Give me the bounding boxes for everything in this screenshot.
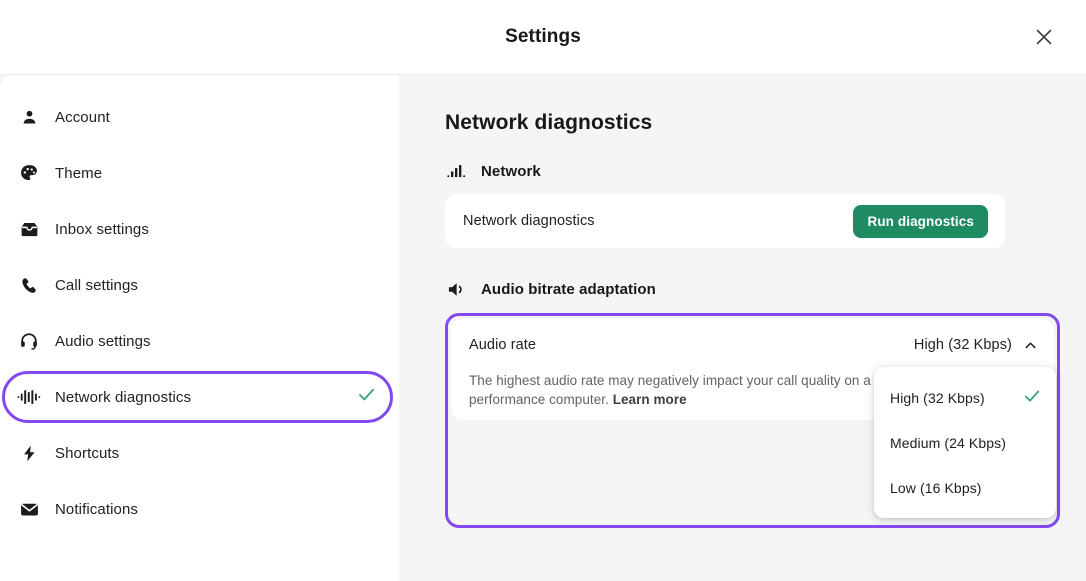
headset-icon xyxy=(16,331,42,351)
sidebar-item-label: Inbox settings xyxy=(55,220,149,238)
dropdown-option-label: High (32 Kbps) xyxy=(890,389,985,406)
waveform-icon xyxy=(16,387,42,407)
close-icon[interactable] xyxy=(1028,21,1060,53)
sidebar-item-notifications[interactable]: Notifications xyxy=(0,481,399,537)
network-section-header: Network xyxy=(447,163,1040,180)
network-diagnostics-row: Network diagnostics Run diagnostics xyxy=(445,194,1005,248)
palette-icon xyxy=(16,163,42,183)
page-title: Settings xyxy=(505,26,581,47)
sidebar-item-network-diagnostics[interactable]: Network diagnostics xyxy=(0,369,399,425)
dropdown-option-high[interactable]: High (32 Kbps) xyxy=(874,375,1056,420)
audio-rate-selected-value: High (32 Kbps) xyxy=(913,337,1012,353)
dropdown-option-label: Medium (24 Kbps) xyxy=(890,434,1006,451)
sidebar-item-theme[interactable]: Theme xyxy=(0,145,399,201)
audio-rate-select[interactable]: High (32 Kbps) xyxy=(914,337,1038,353)
network-diagnostics-card: Network diagnostics Run diagnostics xyxy=(445,194,1005,248)
check-icon xyxy=(1022,386,1042,409)
sidebar-item-inbox-settings[interactable]: Inbox settings xyxy=(0,201,399,257)
inbox-icon xyxy=(16,219,42,240)
check-icon xyxy=(356,384,377,410)
row-label: Audio rate xyxy=(469,337,537,353)
sidebar-item-label: Network diagnostics xyxy=(55,388,192,406)
dropdown-option-label: Low (16 Kbps) xyxy=(890,479,982,496)
sidebar-item-label: Notifications xyxy=(55,500,139,518)
dialog-header: Settings xyxy=(0,0,1086,75)
section-title: Network xyxy=(481,163,541,180)
person-icon xyxy=(16,108,42,127)
sidebar-item-call-settings[interactable]: Call settings xyxy=(0,257,399,313)
speaker-icon xyxy=(447,280,471,299)
chevron-up-icon[interactable] xyxy=(1023,338,1038,353)
audio-rate-row: Audio rate High (32 Kbps) xyxy=(451,319,1054,371)
row-label: Network diagnostics xyxy=(463,213,595,229)
bolt-icon xyxy=(16,444,42,463)
audio-rate-dropdown-menu: High (32 Kbps) Medium (24 Kbps) xyxy=(874,367,1056,518)
section-title: Audio bitrate adaptation xyxy=(481,281,656,298)
phone-icon xyxy=(16,276,42,295)
dropdown-option-medium[interactable]: Medium (24 Kbps) xyxy=(874,420,1056,465)
dialog-body: Account Theme xyxy=(0,75,1086,581)
learn-more-link[interactable]: Learn more xyxy=(612,392,687,407)
audio-section-header: Audio bitrate adaptation xyxy=(447,280,1040,299)
mail-icon xyxy=(16,499,42,520)
sidebar-item-shortcuts[interactable]: Shortcuts xyxy=(0,425,399,481)
sidebar-item-label: Account xyxy=(55,108,110,126)
sidebar-item-label: Shortcuts xyxy=(55,444,120,462)
signal-bars-icon xyxy=(447,163,471,180)
sidebar-item-label: Audio settings xyxy=(55,332,151,350)
audio-rate-highlight-group: Audio rate High (32 Kbps) xyxy=(445,313,1060,528)
section-page-title: Network diagnostics xyxy=(445,111,653,134)
run-diagnostics-button[interactable]: Run diagnostics xyxy=(853,204,988,238)
sidebar-item-label: Call settings xyxy=(55,276,139,294)
settings-main-panel: Network diagnostics Network xyxy=(399,75,1086,581)
sidebar-item-account[interactable]: Account xyxy=(0,89,399,145)
sidebar-item-label: Theme xyxy=(55,164,103,182)
settings-sidebar: Account Theme xyxy=(0,75,399,581)
dropdown-option-low[interactable]: Low (16 Kbps) xyxy=(874,465,1056,510)
sidebar-item-audio-settings[interactable]: Audio settings xyxy=(0,313,399,369)
